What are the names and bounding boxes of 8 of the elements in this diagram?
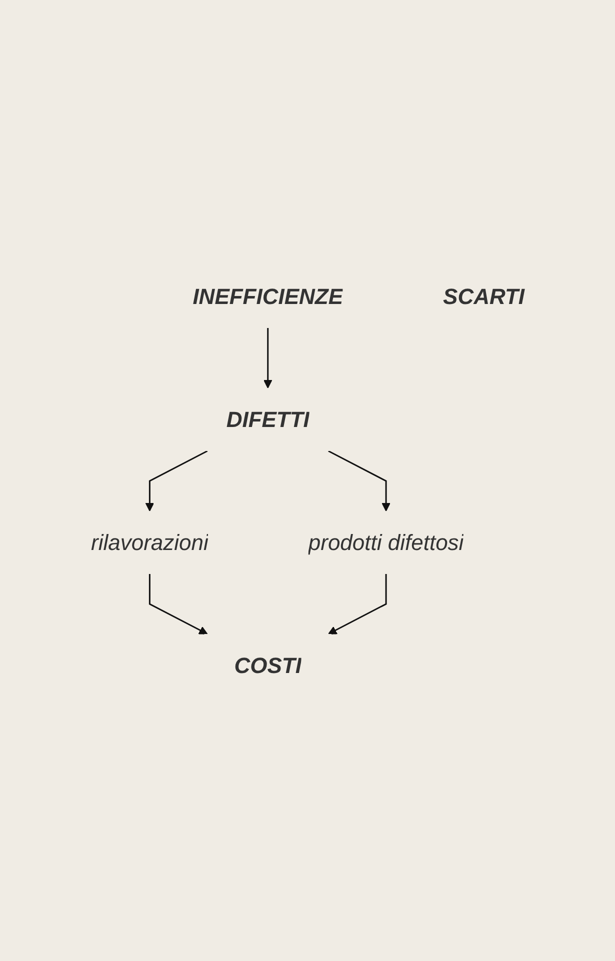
node-text: COSTI xyxy=(234,652,302,678)
arrow xyxy=(328,450,390,511)
node-text: DIFETTI xyxy=(226,406,310,432)
arrow xyxy=(145,450,208,511)
arrow xyxy=(148,574,208,634)
arrow xyxy=(263,328,272,388)
node-text: SCARTI xyxy=(442,284,524,308)
arrow xyxy=(328,574,387,634)
